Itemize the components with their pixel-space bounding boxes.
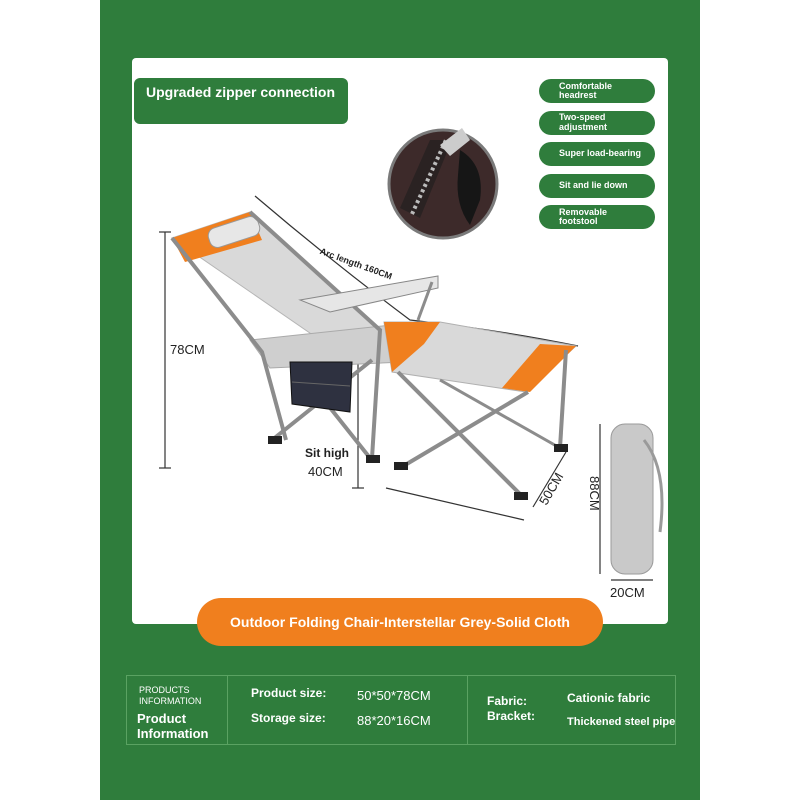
zipper-detail-image [387,128,499,240]
height-label: 78CM [170,342,205,357]
product-size-label: Product size: [251,686,327,700]
feature-label: Comfortable headrest [559,80,613,100]
info-header-small: PRODUCTS INFORMATION [139,685,202,706]
sit-high-value: 40CM [308,464,343,479]
feature-headrest: Comfortable headrest [539,79,655,103]
zipper-callout-text: Upgraded zipper connection [146,84,336,100]
feature-sit-lie: Sit and lie down [539,173,655,198]
storage-size-label: Storage size: [251,711,326,725]
feature-load-bearing: Super load-bearing [539,142,655,166]
sit-high-label: Sit high [305,446,349,460]
feature-label: Two-speed adjustment [559,112,608,132]
product-size-value: 50*50*78CM [357,688,431,703]
product-title: Outdoor Folding Chair-Interstellar Grey-… [230,614,570,630]
feature-list: Comfortable headrest Two-speed adjustmen… [539,79,655,237]
sit-high-dimension-line [352,359,364,489]
divider [467,676,468,744]
feature-label: Removable footstool [559,206,608,226]
bracket-value: Thickened steel pipe [567,716,676,728]
arc-length-line [254,195,579,347]
fabric-value: Cationic fabric [567,691,651,705]
storage-bag [599,423,664,581]
lounge-chair [170,210,439,463]
footstool [383,321,578,500]
feature-label: Sit and lie down [559,179,628,190]
bracket-label: Bracket: [487,709,536,723]
storage-size-value: 88*20*16CM [357,713,431,728]
bag-length-label: 88CM [587,476,602,511]
divider [227,676,228,744]
fabric-label: Fabric: [487,694,528,708]
feature-adjustment: Two-speed adjustment [539,110,655,135]
feature-label: Super load-bearing [559,148,642,159]
height-dimension-line [159,231,171,469]
info-header-large: Product Information [137,711,209,741]
bag-width-label: 20CM [610,585,645,600]
zipper-callout: Upgraded zipper connection [134,78,348,124]
depth-dimension-line [385,451,567,521]
feature-footstool: Removable footstool [539,205,655,229]
product-title-banner: Outdoor Folding Chair-Interstellar Grey-… [197,598,603,646]
product-info-table: PRODUCTS INFORMATION Product Information… [126,675,676,745]
